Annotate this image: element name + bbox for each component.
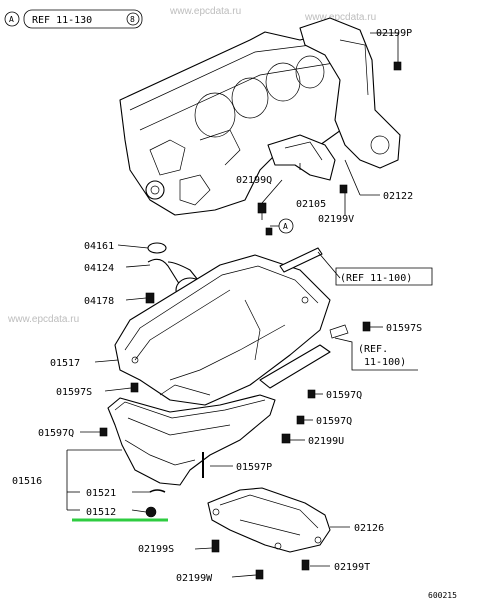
label-02199V[interactable]: 02199V	[318, 214, 354, 225]
label-01597P[interactable]: 01597P	[236, 462, 272, 473]
label-02199S[interactable]: 02199S	[138, 544, 174, 555]
baffle-strip	[259, 324, 349, 389]
watermark: www.epcdata.ru	[7, 314, 79, 325]
label-02105[interactable]: 02105	[296, 199, 326, 210]
bolt-02199T	[301, 559, 310, 571]
dipstick-tube	[279, 247, 323, 273]
bolt-04178	[145, 292, 155, 304]
label-01512[interactable]: 01512	[86, 507, 116, 518]
label-02199T[interactable]: 02199T	[334, 562, 370, 573]
bolt-02199U	[281, 433, 291, 444]
bolt-01597Q-r2	[296, 415, 305, 425]
label-01521[interactable]: 01521	[86, 488, 116, 499]
rear-plate-02122	[299, 17, 401, 169]
bolt-02199P	[393, 61, 402, 71]
callout-marker-letter: A	[283, 222, 288, 231]
bracket-02105	[267, 134, 336, 181]
reference-lower-line2: 11-100)	[364, 357, 406, 368]
cover-plate-02126	[207, 487, 331, 553]
bolt-01597Q-r1	[307, 389, 316, 399]
label-02126[interactable]: 02126	[354, 523, 384, 534]
label-02199U[interactable]: 02199U	[308, 436, 344, 447]
header-reference: A REF 11-130 8	[4, 9, 143, 29]
reference-lower-line1: (REF.	[358, 344, 388, 355]
engine-block	[119, 29, 361, 216]
ref-box	[23, 9, 143, 29]
label-01516[interactable]: 01516	[12, 476, 42, 487]
drain-plug-01512	[145, 506, 157, 518]
bolt-02199W	[255, 569, 264, 580]
part-labels: 02199P 02122 02199Q 02105 02199V 04161 0…	[12, 28, 422, 584]
bolt-02199Q-top	[257, 202, 267, 220]
label-01517[interactable]: 01517	[50, 358, 80, 369]
lower-oil-pan-01516	[107, 394, 276, 486]
label-04124[interactable]: 04124	[84, 263, 114, 274]
ref-circle	[126, 12, 140, 26]
reference-lower: (REF. 11-100)	[334, 337, 418, 371]
marker-letter: A	[9, 15, 14, 24]
reference-upper-text: (REF 11-100)	[340, 273, 412, 284]
label-01597S-right[interactable]: 01597S	[386, 323, 422, 334]
bolt-01597S-left	[130, 382, 139, 393]
label-01597Q-left[interactable]: 01597Q	[38, 428, 74, 439]
label-02199P[interactable]: 02199P	[376, 28, 412, 39]
watermark: www.epcdata.ru	[169, 6, 241, 17]
leader-lines	[66, 32, 399, 578]
ref-circle-number: 8	[130, 15, 135, 24]
label-02199Q[interactable]: 02199Q	[236, 175, 272, 186]
ref-text: REF 11-130	[32, 15, 92, 26]
upper-oil-pan-01517	[114, 254, 331, 406]
label-02122[interactable]: 02122	[383, 191, 413, 202]
label-04161[interactable]: 04161	[84, 241, 114, 252]
label-01597Q-r2[interactable]: 01597Q	[316, 416, 352, 427]
diagram-code: 600215	[428, 591, 457, 600]
label-01597Q-r1[interactable]: 01597Q	[326, 390, 362, 401]
gasket-04161	[147, 242, 167, 254]
reference-upper: (REF 11-100)	[317, 251, 433, 286]
label-02199W[interactable]: 02199W	[176, 573, 213, 584]
bolt-02199V	[339, 184, 348, 194]
label-04178[interactable]: 04178	[84, 296, 114, 307]
bolt-02199S	[211, 539, 220, 553]
label-01597S-left[interactable]: 01597S	[56, 387, 92, 398]
watermark: www.epcdata.ru	[304, 12, 376, 23]
marker-circle	[4, 11, 20, 27]
bolt-01597S-right	[362, 321, 371, 332]
bolt-01597Q-left	[99, 427, 108, 437]
gasket-01521	[149, 489, 166, 493]
